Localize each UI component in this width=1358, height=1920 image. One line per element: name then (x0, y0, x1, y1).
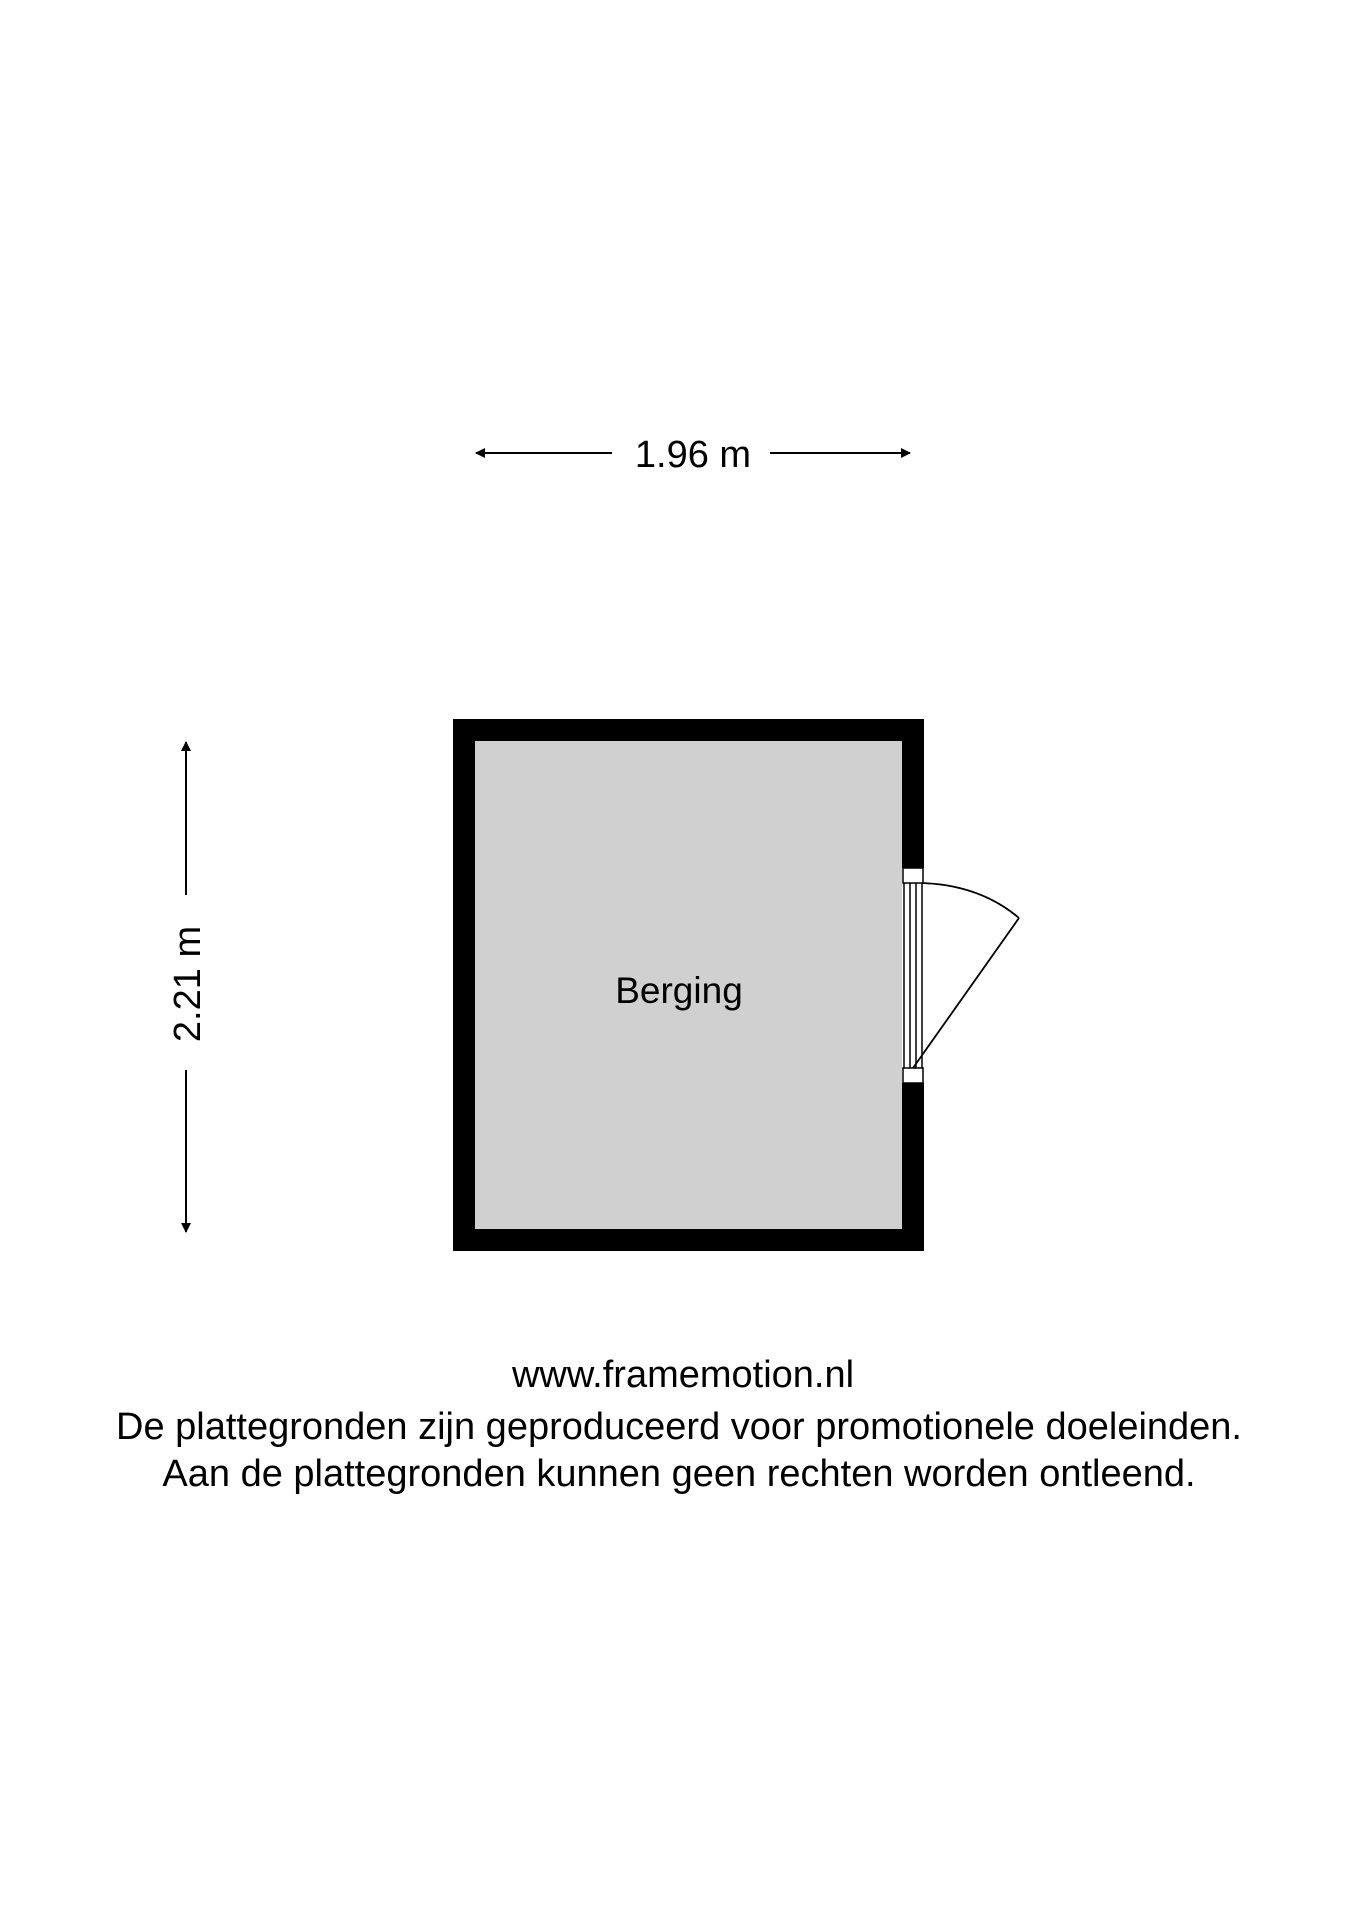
disclaimer-line-1: De plattegronden zijn geproduceerd voor … (116, 1406, 1242, 1448)
disclaimer-line-2: Aan de plattegronden kunnen geen rechten… (162, 1453, 1195, 1495)
room-floor (475, 741, 902, 1229)
width-dimension: 1.96 m (475, 434, 911, 476)
door-leaf (912, 917, 1020, 1069)
height-dimension-label: 2.21 m (167, 926, 209, 1042)
room-label: Berging (615, 970, 743, 1011)
footer: www.framemotion.nl De plattegronden zijn… (116, 1354, 1242, 1495)
width-dimension-label: 1.96 m (635, 434, 751, 476)
door-opening (902, 868, 924, 1083)
height-dimension: 2.21 m (167, 741, 209, 1233)
room-berging: Berging (453, 719, 1020, 1251)
door-jamb-top (902, 867, 924, 884)
door-jamb-bottom (902, 1067, 924, 1084)
website-text: www.framemotion.nl (511, 1354, 854, 1396)
door-swing-arc (921, 882, 1020, 919)
